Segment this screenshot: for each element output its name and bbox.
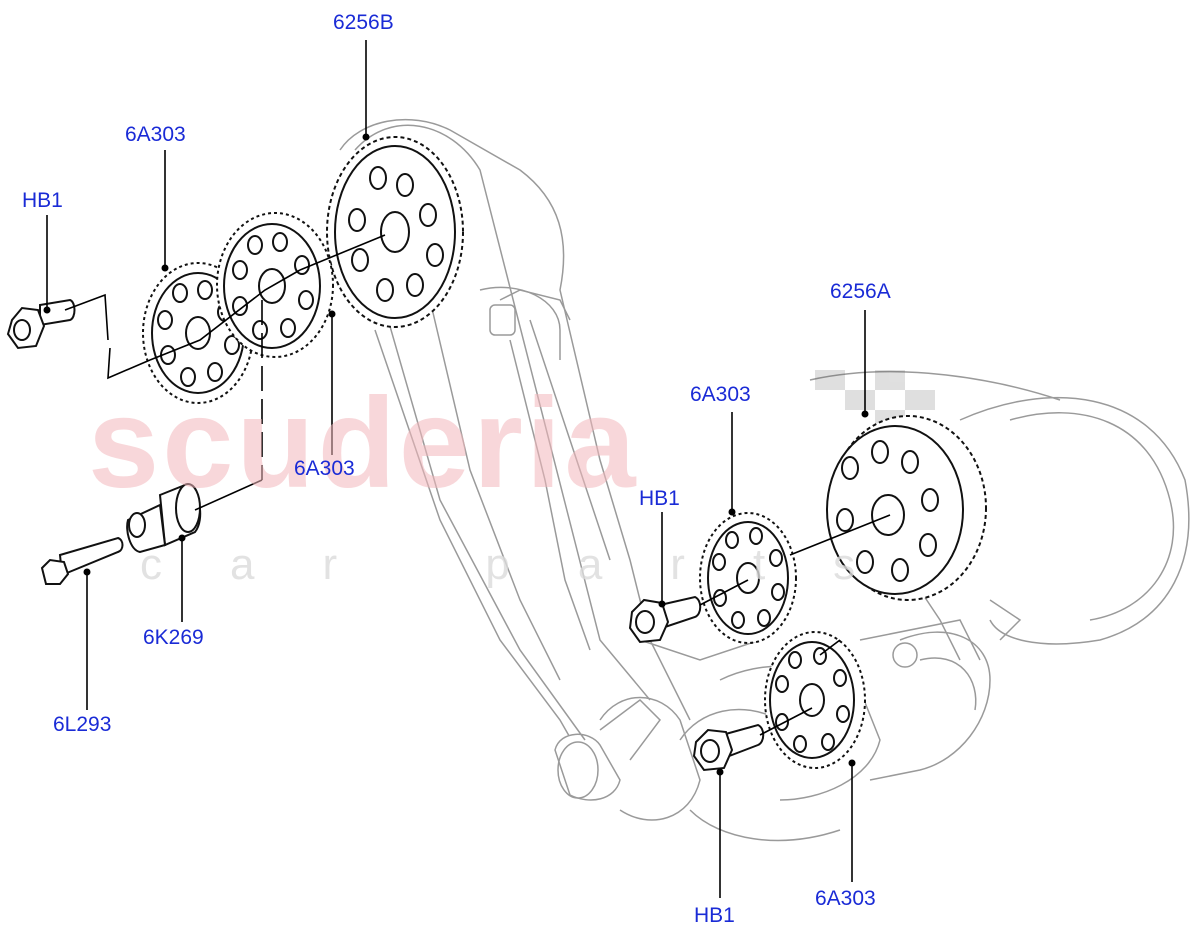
camshaft-sprocket-6256B — [326, 136, 464, 328]
spacer-6K269 — [126, 483, 202, 554]
callout-HB1-right[interactable]: HB1 — [639, 487, 680, 510]
callout-6K269[interactable]: 6K269 — [143, 626, 204, 649]
bolt-HB1-left — [6, 298, 76, 350]
bolt-HB1-bottom — [692, 723, 765, 772]
callout-6256A[interactable]: 6256A — [830, 280, 891, 303]
callout-HB1-bottom[interactable]: HB1 — [694, 904, 735, 927]
bolt-HB1-right — [628, 595, 702, 644]
engine-block-outline — [339, 118, 1190, 842]
balancer-gear-6A303-right — [699, 512, 797, 644]
leader-lines — [43, 40, 869, 898]
crankshaft-sprocket-6256A — [826, 415, 987, 601]
callout-6A303-top[interactable]: 6A303 — [125, 123, 186, 146]
timing-chain — [344, 124, 651, 741]
callout-6L293[interactable]: 6L293 — [53, 713, 112, 736]
balancer-gear-6A303-bottom — [764, 631, 866, 769]
bolt-6L293 — [40, 536, 124, 585]
callout-HB1-left[interactable]: HB1 — [22, 189, 63, 212]
callout-6A303-mid[interactable]: 6A303 — [294, 457, 355, 480]
callout-6A303-right[interactable]: 6A303 — [690, 383, 751, 406]
callout-6A303-bottom[interactable]: 6A303 — [815, 887, 876, 910]
callout-6256B[interactable]: 6256B — [333, 11, 394, 34]
assembly-axes — [64, 234, 891, 736]
